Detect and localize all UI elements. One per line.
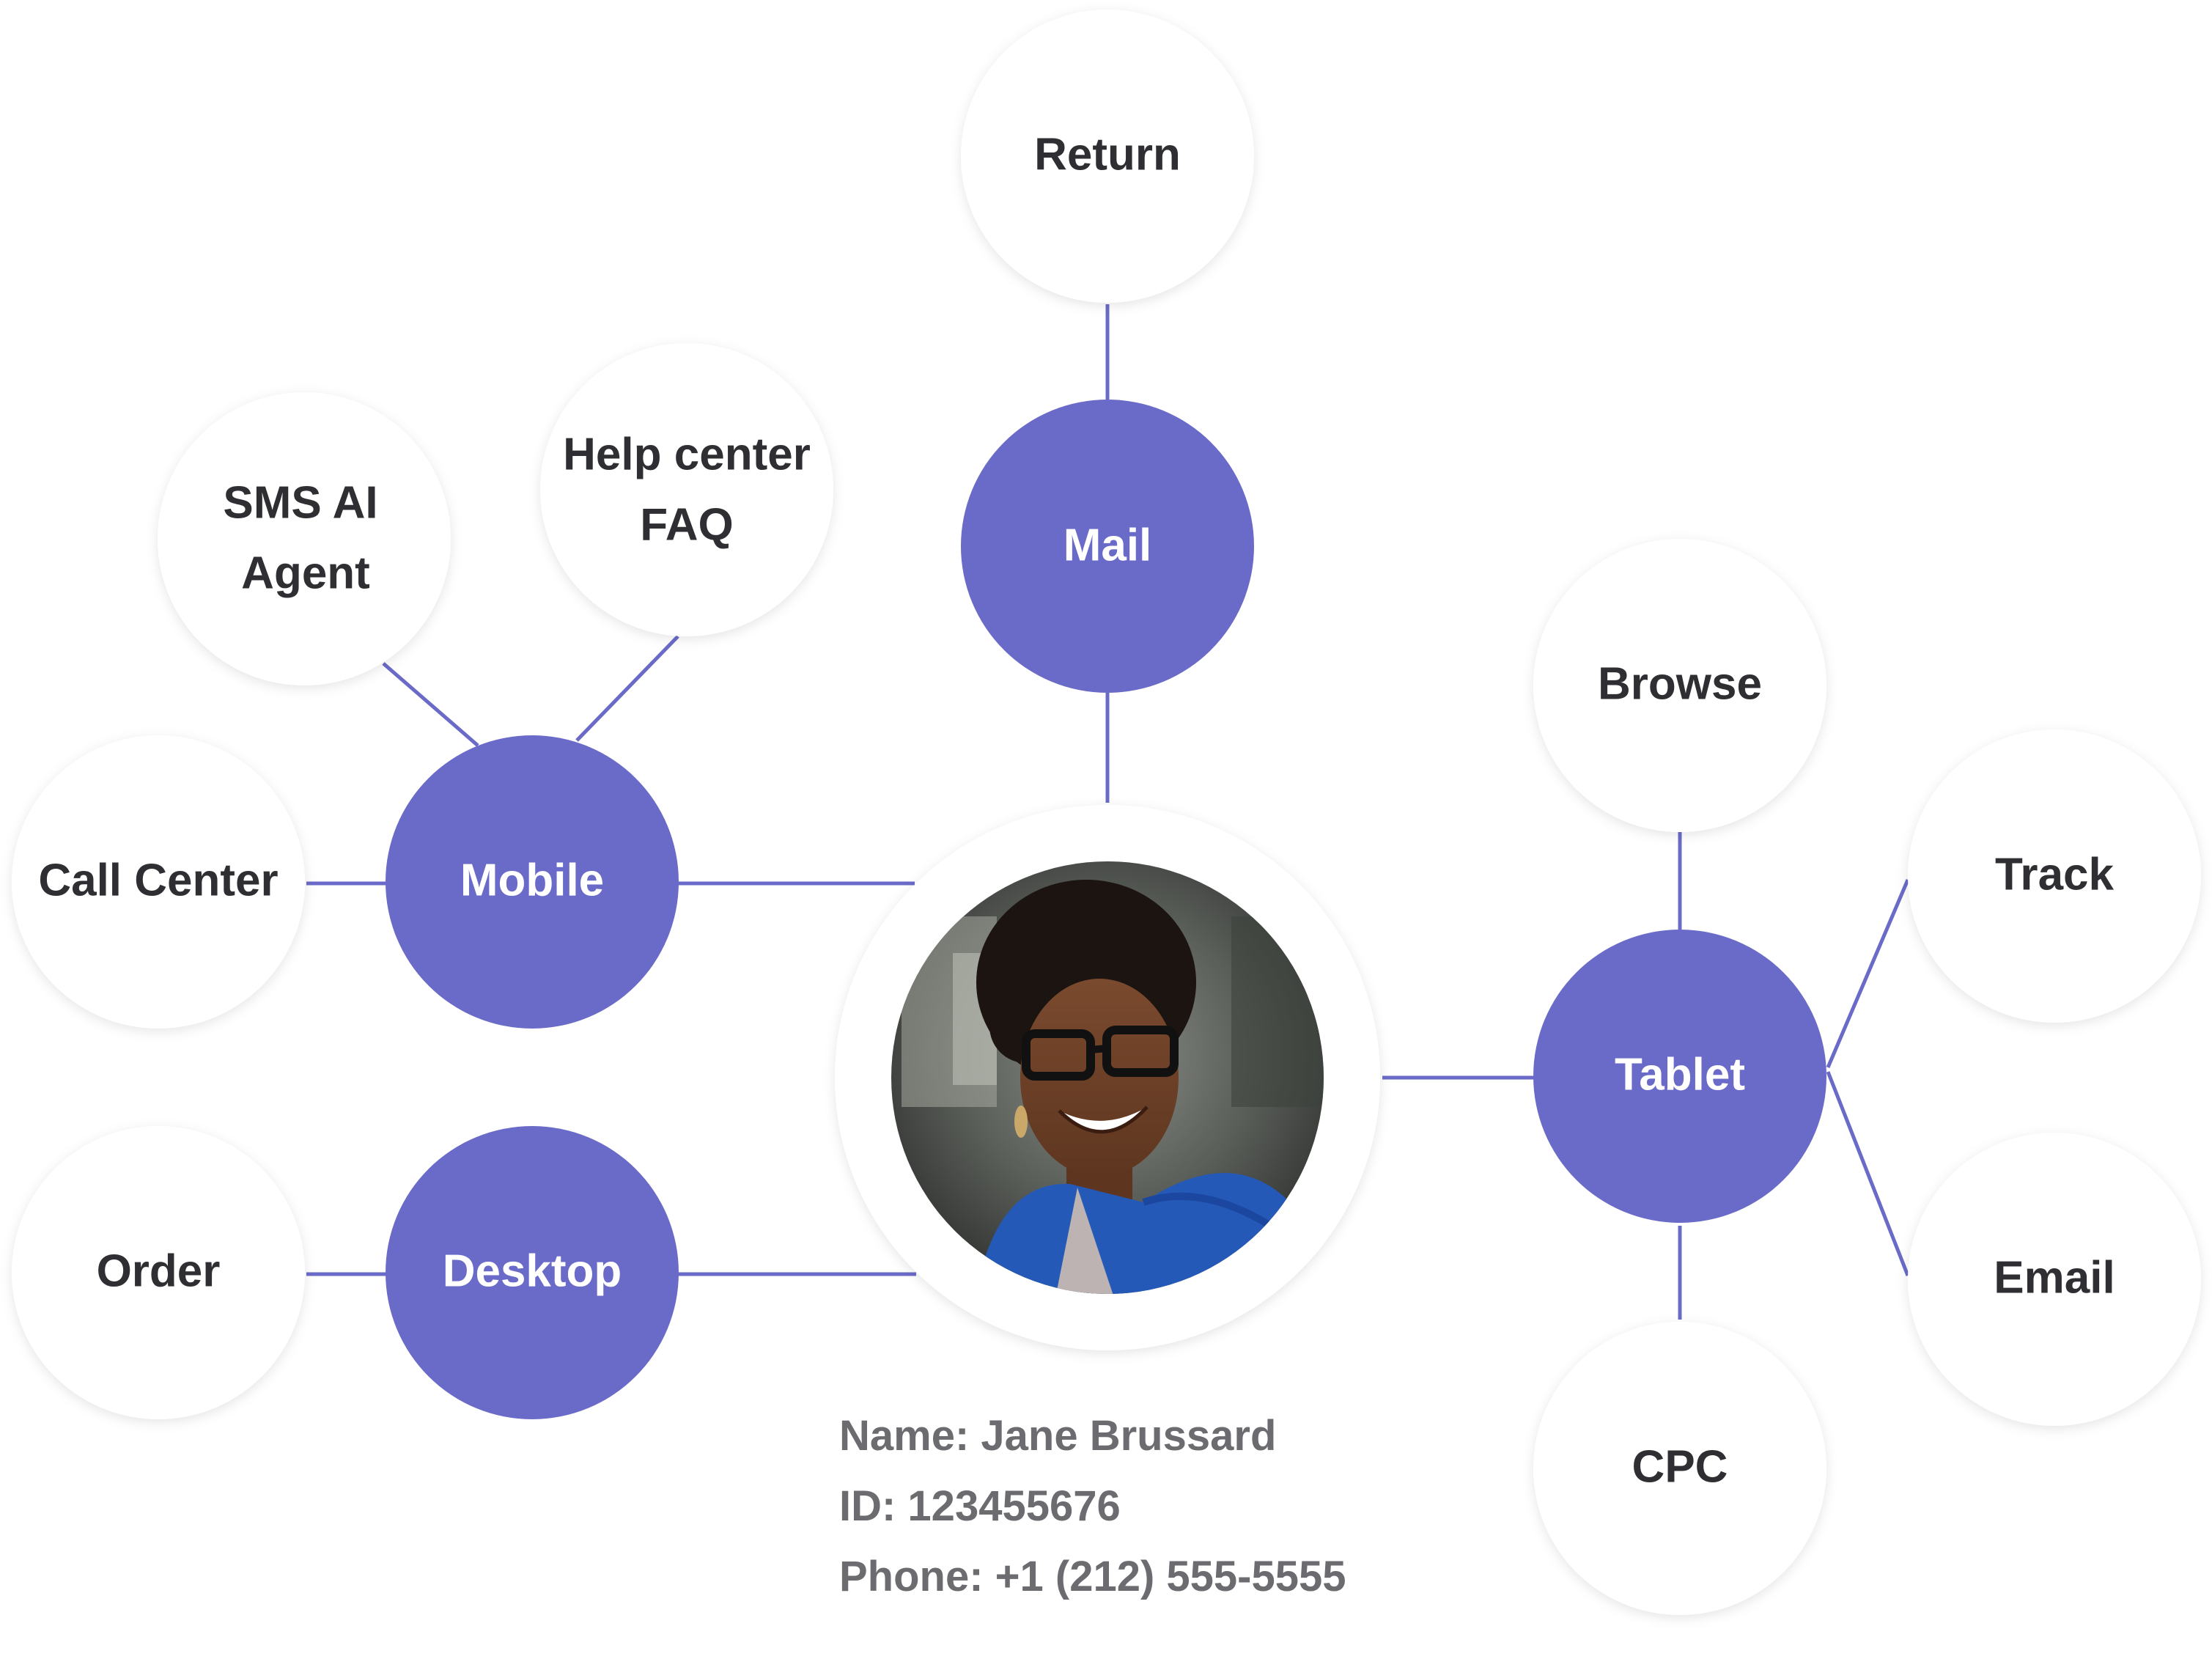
channel-label: Mobile — [460, 855, 604, 905]
touchpoint-cpc: CPC — [1533, 1322, 1826, 1615]
connector-lines — [306, 304, 1910, 1320]
customer-center-node — [835, 805, 1380, 1350]
connector-tablet-email — [1826, 1071, 1910, 1276]
channel-label: Tablet — [1615, 1049, 1745, 1100]
touchpoint-order: Order — [12, 1126, 305, 1419]
connector-sms-mobile — [382, 662, 479, 747]
touchpoint-label: Call Center — [38, 855, 278, 905]
customer-phone-text: Phone: +1 (212) 555-5555 — [839, 1553, 1346, 1600]
touchpoint-label: Browse — [1598, 658, 1762, 709]
touchpoint-label-line-2: Agent — [241, 548, 370, 598]
channel-mail: Mail — [961, 400, 1254, 693]
connector-faq-mobile — [575, 635, 679, 742]
touchpoint-sms-ai-agent: SMS AI Agent — [158, 392, 451, 685]
touchpoint-label: Order — [97, 1246, 221, 1296]
channel-label: Desktop — [443, 1246, 622, 1296]
channel-desktop: Desktop — [386, 1126, 679, 1419]
touchpoint-call-center: Call Center — [12, 735, 305, 1029]
touchpoint-label-line-2: FAQ — [640, 499, 733, 550]
touchpoint-browse: Browse — [1533, 539, 1826, 832]
customer-info: Name: Jane Brussard ID: 123455676 Phone:… — [839, 1412, 1346, 1600]
customer-photo — [891, 861, 1324, 1294]
touchpoint-label: Email — [1994, 1252, 2115, 1303]
customer-name-text: Name: Jane Brussard — [839, 1412, 1276, 1460]
touchpoint-return: Return — [961, 10, 1254, 303]
touchpoint-track: Track — [1908, 729, 2201, 1023]
touchpoint-label-line-1: SMS AI — [223, 477, 377, 528]
touchpoint-label: CPC — [1632, 1441, 1728, 1492]
customer-id-text: ID: 123455676 — [839, 1482, 1121, 1530]
channel-label: Mail — [1063, 520, 1152, 570]
touchpoint-help-center-faq: Help center FAQ — [540, 343, 833, 636]
touchpoint-label: Return — [1034, 129, 1181, 180]
channel-mobile: Mobile — [386, 735, 679, 1029]
channel-tablet: Tablet — [1533, 930, 1826, 1223]
touchpoint-label-line-1: Help center — [563, 429, 811, 479]
connector-tablet-track — [1826, 879, 1910, 1068]
touchpoint-email: Email — [1908, 1133, 2201, 1426]
touchpoint-label: Track — [1995, 849, 2115, 900]
